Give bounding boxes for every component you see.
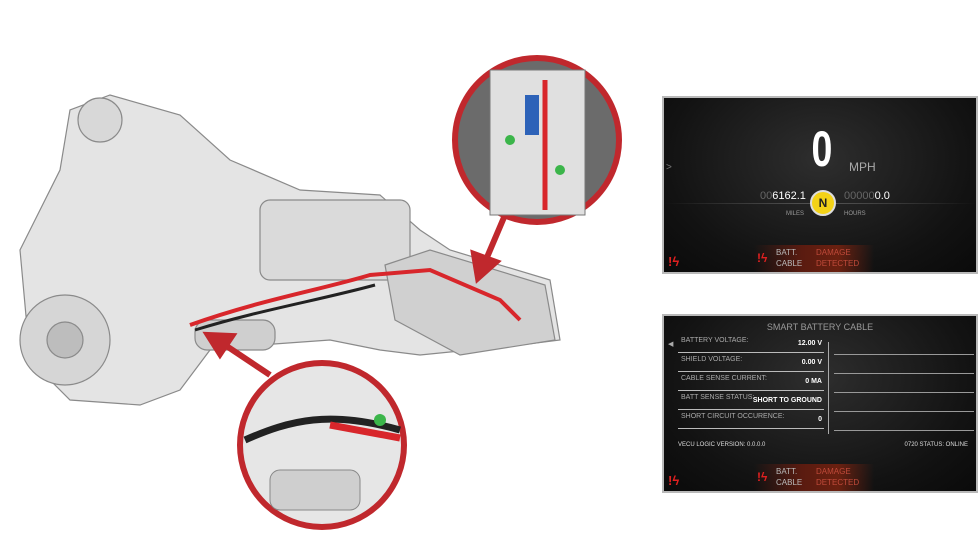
empty-row-line: [834, 430, 974, 431]
battery-fault-icon: !ϟ: [757, 470, 768, 484]
alert-label: BATT.CABLE: [776, 248, 803, 268]
speed-value: 0: [811, 121, 833, 177]
dashboard-screen: > 0 MPH 006162.1 N 000000.0 MILES HOURS …: [662, 96, 978, 274]
back-arrow-icon[interactable]: ◀: [668, 341, 674, 348]
parameter-list: BATTERY VOLTAGE:12.00 V SHIELD VOLTAGE:0…: [678, 334, 824, 429]
screen-title: SMART BATTERY CABLE: [766, 322, 874, 332]
logic-version: VECU LOGIC VERSION: 0.0.0.0: [678, 442, 766, 448]
engine-illustration: [19, 55, 622, 530]
module-status: 0720 STATUS: ONLINE: [904, 442, 968, 448]
row-cable-sense-current: CABLE SENSE CURRENT:0 MA: [678, 372, 824, 391]
hours-leading: 00000: [844, 190, 875, 202]
engine-hours: 000000.0: [844, 190, 890, 202]
battery-fault-icon: !ϟ: [757, 251, 768, 265]
row-shield-voltage: SHIELD VOLTAGE:0.00 V: [678, 353, 824, 372]
chevron-right-icon[interactable]: >: [666, 162, 672, 173]
callout-arrows: [202, 213, 508, 378]
miles-label: MILES: [786, 211, 805, 217]
empty-row-line: [834, 373, 974, 374]
engine-body: [19, 94, 561, 406]
hours-label: HOURS: [844, 211, 866, 217]
empty-row-line: [834, 411, 974, 412]
smart-battery-cable-screen: SMART BATTERY CABLE ◀ BATTERY VOLTAGE:12…: [662, 314, 978, 493]
speed-unit: MPH: [849, 160, 876, 174]
alert-label: BATT.CABLE: [776, 467, 803, 487]
odometer-value: 6162.1: [772, 190, 806, 202]
empty-row-line: [834, 392, 974, 393]
hours-value: 0.0: [874, 190, 890, 202]
battery-cable: [189, 267, 522, 332]
odometer-leading: 00: [760, 190, 773, 202]
odometer: 006162.1: [760, 190, 806, 202]
gear-indicator: N: [810, 190, 836, 216]
empty-row-line: [834, 354, 974, 355]
column-divider: [828, 342, 829, 434]
row-batt-sense-status: BATT SENSE STATUS:SHORT TO GROUND: [678, 391, 824, 410]
callout-battery-box: [452, 55, 622, 225]
row-short-circuit: SHORT CIRCUIT OCCURENCE:0: [678, 410, 824, 429]
battery-fault-icon: !ϟ: [668, 254, 680, 269]
callout-starter: [237, 360, 407, 530]
battery-fault-icon: !ϟ: [668, 473, 680, 488]
row-battery-voltage: BATTERY VOLTAGE:12.00 V: [678, 334, 824, 353]
